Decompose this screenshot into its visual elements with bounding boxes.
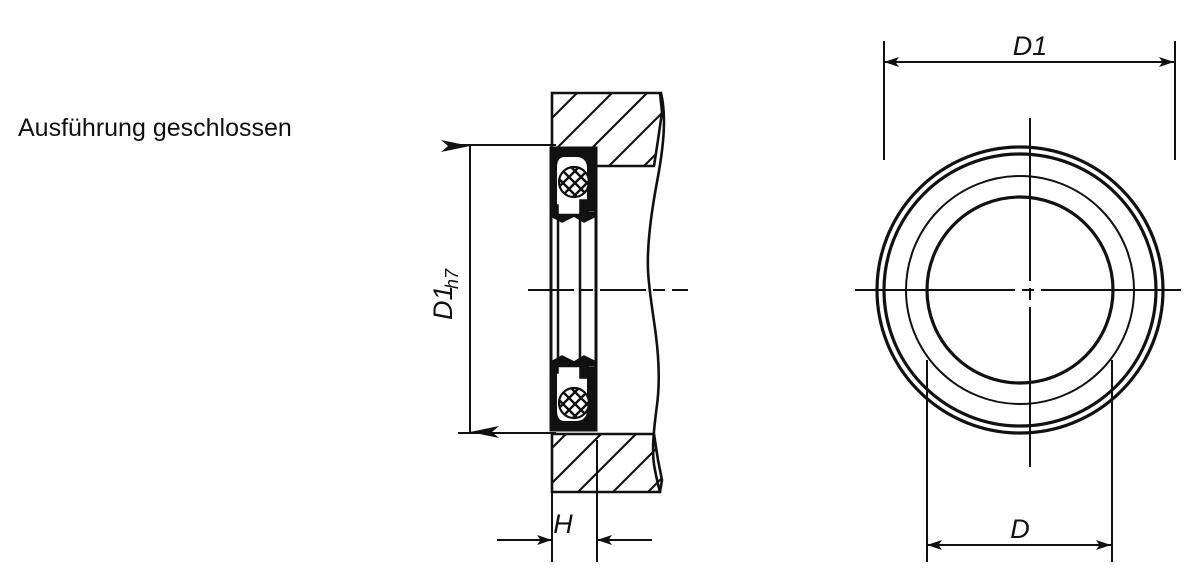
d-label: D — [1010, 514, 1030, 544]
dimension-d1: D1 — [883, 31, 1176, 160]
front-view: D1 D — [855, 31, 1186, 562]
housing-bottom — [550, 432, 664, 494]
dimension-d1-h7: D1 h7 — [428, 140, 556, 438]
d1h7-label: D1 — [428, 285, 458, 320]
seal-lip-taper-top — [550, 199, 597, 223]
h-label: H — [553, 509, 573, 539]
housing-top — [550, 91, 664, 168]
d1h7-tolerance: h7 — [442, 268, 462, 289]
dimension-d: D — [926, 360, 1113, 562]
seal-lip-taper-bottom — [550, 355, 597, 379]
section-view: D1 h7 H — [428, 91, 688, 562]
seal-case-top — [550, 147, 597, 211]
d1-label: D1 — [1013, 31, 1048, 61]
d1h7-label-group: D1 h7 — [428, 268, 462, 320]
seal-body — [549, 146, 598, 432]
caption-text: Ausführung geschlossen — [18, 114, 292, 142]
seal-lip-bottom — [550, 355, 597, 431]
dimension-h: H — [497, 440, 652, 562]
break-line — [646, 91, 666, 494]
